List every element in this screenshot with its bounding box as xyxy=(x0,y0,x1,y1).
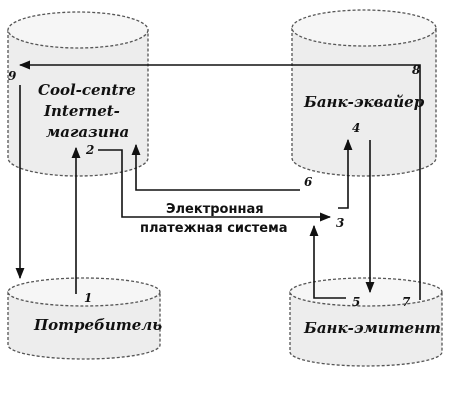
step-number-3: 3 xyxy=(336,216,344,230)
issuer-label: Банк-эмитент xyxy=(303,319,441,337)
payment-system-label-line2: платежная система xyxy=(140,221,287,236)
step-number-6: 6 xyxy=(304,175,313,189)
payment-system-label-line1: Электронная xyxy=(166,202,264,217)
flow-6 xyxy=(131,143,300,191)
flow-5 xyxy=(309,224,346,299)
flow-8 xyxy=(18,60,421,300)
store-cylinder xyxy=(7,11,149,177)
store-label-line3: магазина xyxy=(46,123,129,141)
acquirer-label: Банк-эквайер xyxy=(303,93,425,111)
step-number-9: 9 xyxy=(8,69,17,83)
flow-3 xyxy=(338,138,353,209)
flow-2 xyxy=(98,149,332,222)
step-number-7: 7 xyxy=(402,295,411,309)
store-label-line1: Cool-centre xyxy=(38,81,136,99)
step-number-2: 2 xyxy=(85,143,94,157)
step-number-4: 4 xyxy=(352,121,360,135)
step-number-5: 5 xyxy=(352,295,360,309)
store-label-line2: Internet- xyxy=(43,102,120,120)
step-number-1: 1 xyxy=(84,291,92,305)
step-number-8: 8 xyxy=(412,63,421,77)
consumer-cylinder xyxy=(7,277,161,360)
consumer-label: Потребитель xyxy=(33,316,162,334)
